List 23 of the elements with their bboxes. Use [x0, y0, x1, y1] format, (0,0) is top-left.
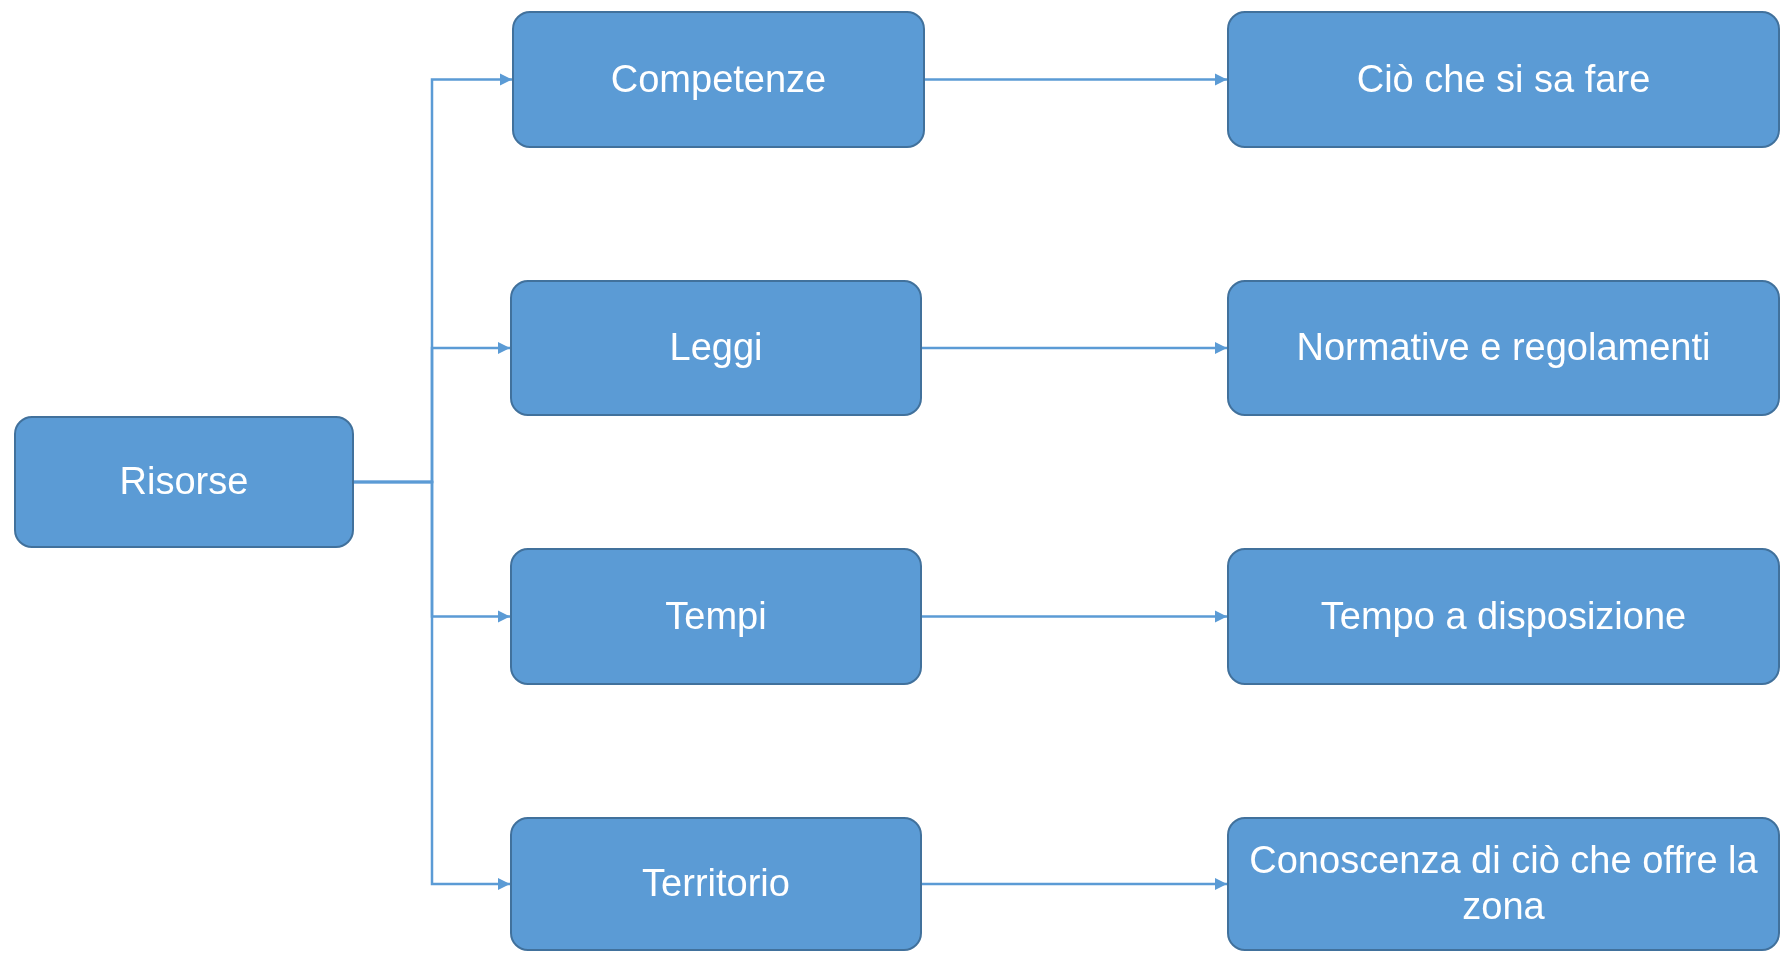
- box-label: Territorio: [642, 861, 790, 907]
- box-label: Normative e regolamenti: [1296, 325, 1711, 371]
- box-label: Tempi: [665, 593, 767, 639]
- box-label: Conoscenza di ciò che offre la zona: [1248, 838, 1759, 929]
- process-box: [1227, 817, 1780, 951]
- process-box: [1227, 548, 1780, 685]
- box-label: Leggi: [669, 325, 763, 371]
- process-box: [14, 416, 354, 548]
- arrow: [925, 73, 1227, 86]
- process-box: [512, 11, 925, 148]
- process-box: [1227, 11, 1780, 148]
- arrow: [922, 877, 1227, 891]
- process-box: [510, 280, 922, 416]
- box-label: Competenze: [610, 56, 827, 102]
- box-label: Ciò che si sa fare: [1356, 56, 1651, 102]
- arrow: [354, 480, 510, 891]
- process-box: [510, 817, 922, 951]
- process-box: [510, 548, 922, 685]
- box-label: Tempo a disposizione: [1320, 593, 1687, 639]
- box-label: Risorse: [119, 459, 249, 505]
- arrow: [922, 610, 1227, 623]
- process-box: [1227, 280, 1780, 416]
- arrow: [922, 341, 1227, 355]
